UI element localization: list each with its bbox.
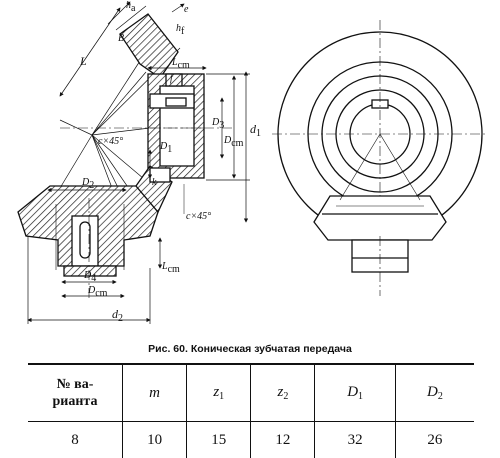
sectional-view [18, 6, 232, 300]
header-D2: D2 [395, 364, 474, 422]
figure-caption: Рис. 60. Коническая зубчатая передача [0, 343, 500, 355]
cell-variant: 8 [28, 422, 123, 458]
header-z1: z1 [187, 364, 251, 422]
cell-z1: 15 [187, 422, 251, 458]
variant-table: № ва- рианта m z1 z2 D1 D2 8 10 15 12 32… [28, 363, 474, 458]
label-L: L [80, 56, 87, 66]
header-variant: № ва- рианта [28, 364, 123, 422]
table-row: 8 10 15 12 32 26 [28, 422, 474, 458]
header-m: m [123, 364, 187, 422]
label-c45-right: c×45° [186, 212, 211, 222]
label-Lcm-left: Lcm [162, 262, 180, 275]
label-D3: D3 [212, 118, 224, 131]
label-Dcm-vert: Dcm [224, 136, 243, 149]
header-z2: z2 [251, 364, 315, 422]
cell-D1: 32 [315, 422, 395, 458]
label-d2: d2 [112, 309, 123, 324]
end-view [272, 20, 488, 296]
label-e: e [184, 5, 188, 15]
label-Dcm-bottom: Dcm [88, 286, 107, 299]
label-k: k [152, 178, 156, 188]
table-header-row: № ва- рианта m z1 z2 D1 D2 [28, 364, 474, 422]
label-D2: D2 [82, 178, 94, 191]
lower-gear-keyway [80, 222, 90, 258]
header-D1: D1 [315, 364, 395, 422]
label-D1: D1 [160, 142, 172, 155]
label-d1: d1 [250, 124, 261, 139]
label-c45-left: c×45° [98, 137, 123, 147]
cell-D2: 26 [395, 422, 474, 458]
label-Lcm-top: Lcm [172, 58, 190, 71]
lower-gear-side [314, 196, 446, 240]
cell-m: 10 [123, 422, 187, 458]
cell-z2: 12 [251, 422, 315, 458]
label-D4: D4 [84, 271, 96, 284]
label-ha: ha [126, 1, 135, 14]
label-hf: hf [176, 24, 184, 37]
bevel-gear-drawing [0, 0, 500, 340]
label-B: B [118, 34, 124, 44]
label-f: f [170, 74, 173, 84]
upper-gear-tooth [120, 14, 178, 78]
upper-shaft [166, 74, 182, 86]
